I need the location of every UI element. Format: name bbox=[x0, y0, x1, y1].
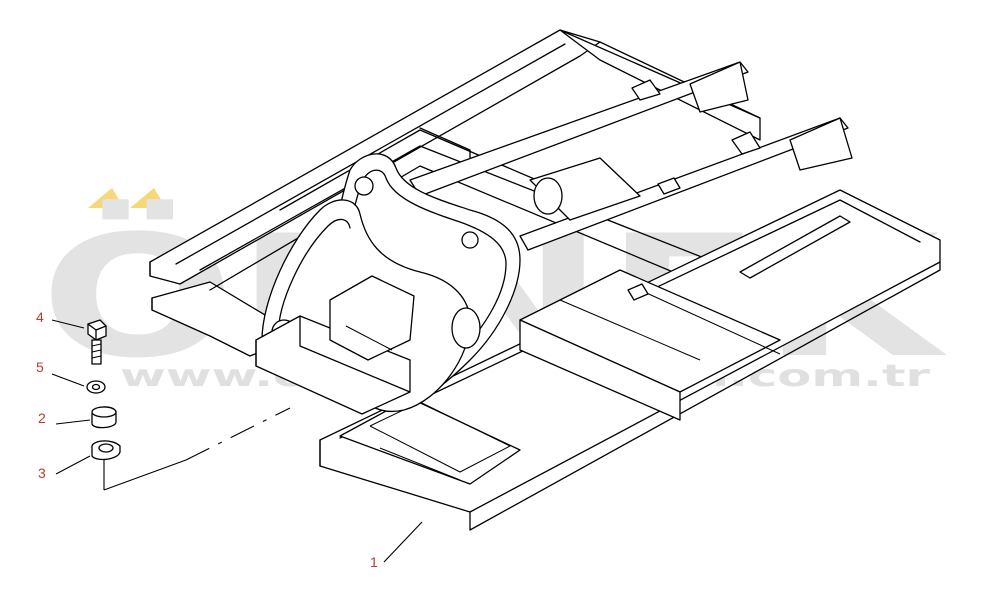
part-cap bbox=[91, 406, 117, 429]
callout-1: 1 bbox=[370, 554, 378, 570]
rear-post-right bbox=[789, 117, 853, 171]
part-bolt bbox=[87, 319, 107, 365]
part-washer bbox=[86, 380, 106, 394]
center-plate-lower bbox=[519, 319, 681, 421]
watermark-accent-left bbox=[88, 188, 124, 208]
callout-2: 2 bbox=[38, 410, 46, 426]
callout-leaders bbox=[51, 319, 423, 563]
callouts: 1 2 3 4 5 bbox=[36, 309, 378, 570]
rear-arm-right bbox=[519, 117, 849, 251]
callout-4: 4 bbox=[36, 309, 44, 325]
callout-3: 3 bbox=[38, 465, 46, 481]
part-plate bbox=[91, 440, 121, 461]
callout-5: 5 bbox=[36, 359, 44, 375]
slotted-bracket bbox=[739, 215, 851, 279]
watermark-accent-right bbox=[130, 188, 166, 208]
rear-post-left bbox=[689, 61, 749, 113]
assembly-leader bbox=[103, 407, 291, 491]
frame-assembly bbox=[149, 29, 941, 531]
